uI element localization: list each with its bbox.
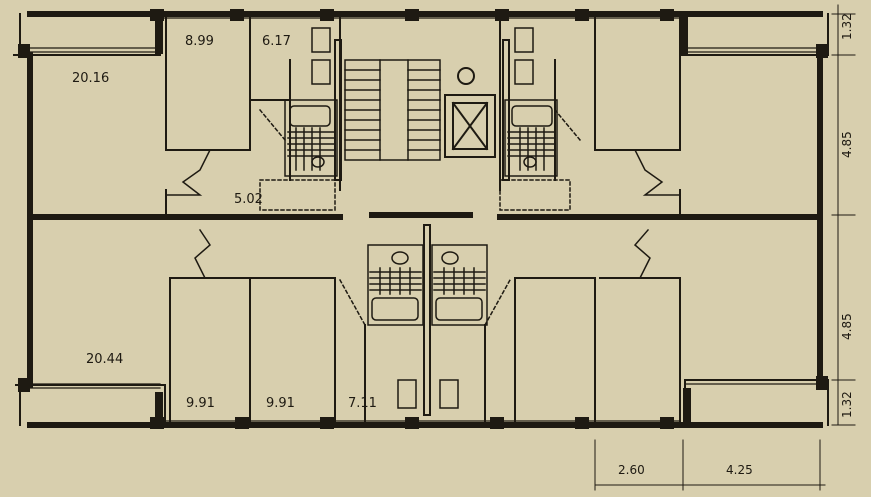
room-area-label: 9.91 xyxy=(186,396,215,411)
top-left-bath xyxy=(284,27,338,177)
dimension-label: 1.32 xyxy=(840,13,854,40)
dimension-label: 4.85 xyxy=(840,313,854,340)
elevator-shaft xyxy=(444,67,496,158)
dimension-label: 1.32 xyxy=(840,391,854,418)
room-area-label: 8.99 xyxy=(185,34,214,49)
dimension-label: 4.25 xyxy=(726,463,753,477)
top-lobby-walls xyxy=(165,108,681,211)
room-area-label: 6.17 xyxy=(262,34,291,49)
room-area-label: 9.91 xyxy=(266,396,295,411)
bottom-bath-left xyxy=(367,244,424,409)
spine-wall xyxy=(27,212,823,220)
room-area-label: 7.11 xyxy=(348,396,377,411)
room-area-label: 20.16 xyxy=(72,71,109,86)
top-right-bath xyxy=(504,27,558,177)
dimension-lines xyxy=(594,4,856,491)
vent-shafts xyxy=(334,39,510,416)
dimension-label: 2.60 xyxy=(618,463,645,477)
wall-pillars xyxy=(18,9,828,429)
room-area-label: 20.44 xyxy=(86,352,123,367)
bottom-bath-right xyxy=(431,244,488,409)
dimension-label: 4.85 xyxy=(840,131,854,158)
staircase xyxy=(344,59,441,161)
top-partitions xyxy=(165,17,681,218)
bottom-lobby-walls xyxy=(169,228,681,327)
room-area-label: 5.02 xyxy=(234,192,263,207)
